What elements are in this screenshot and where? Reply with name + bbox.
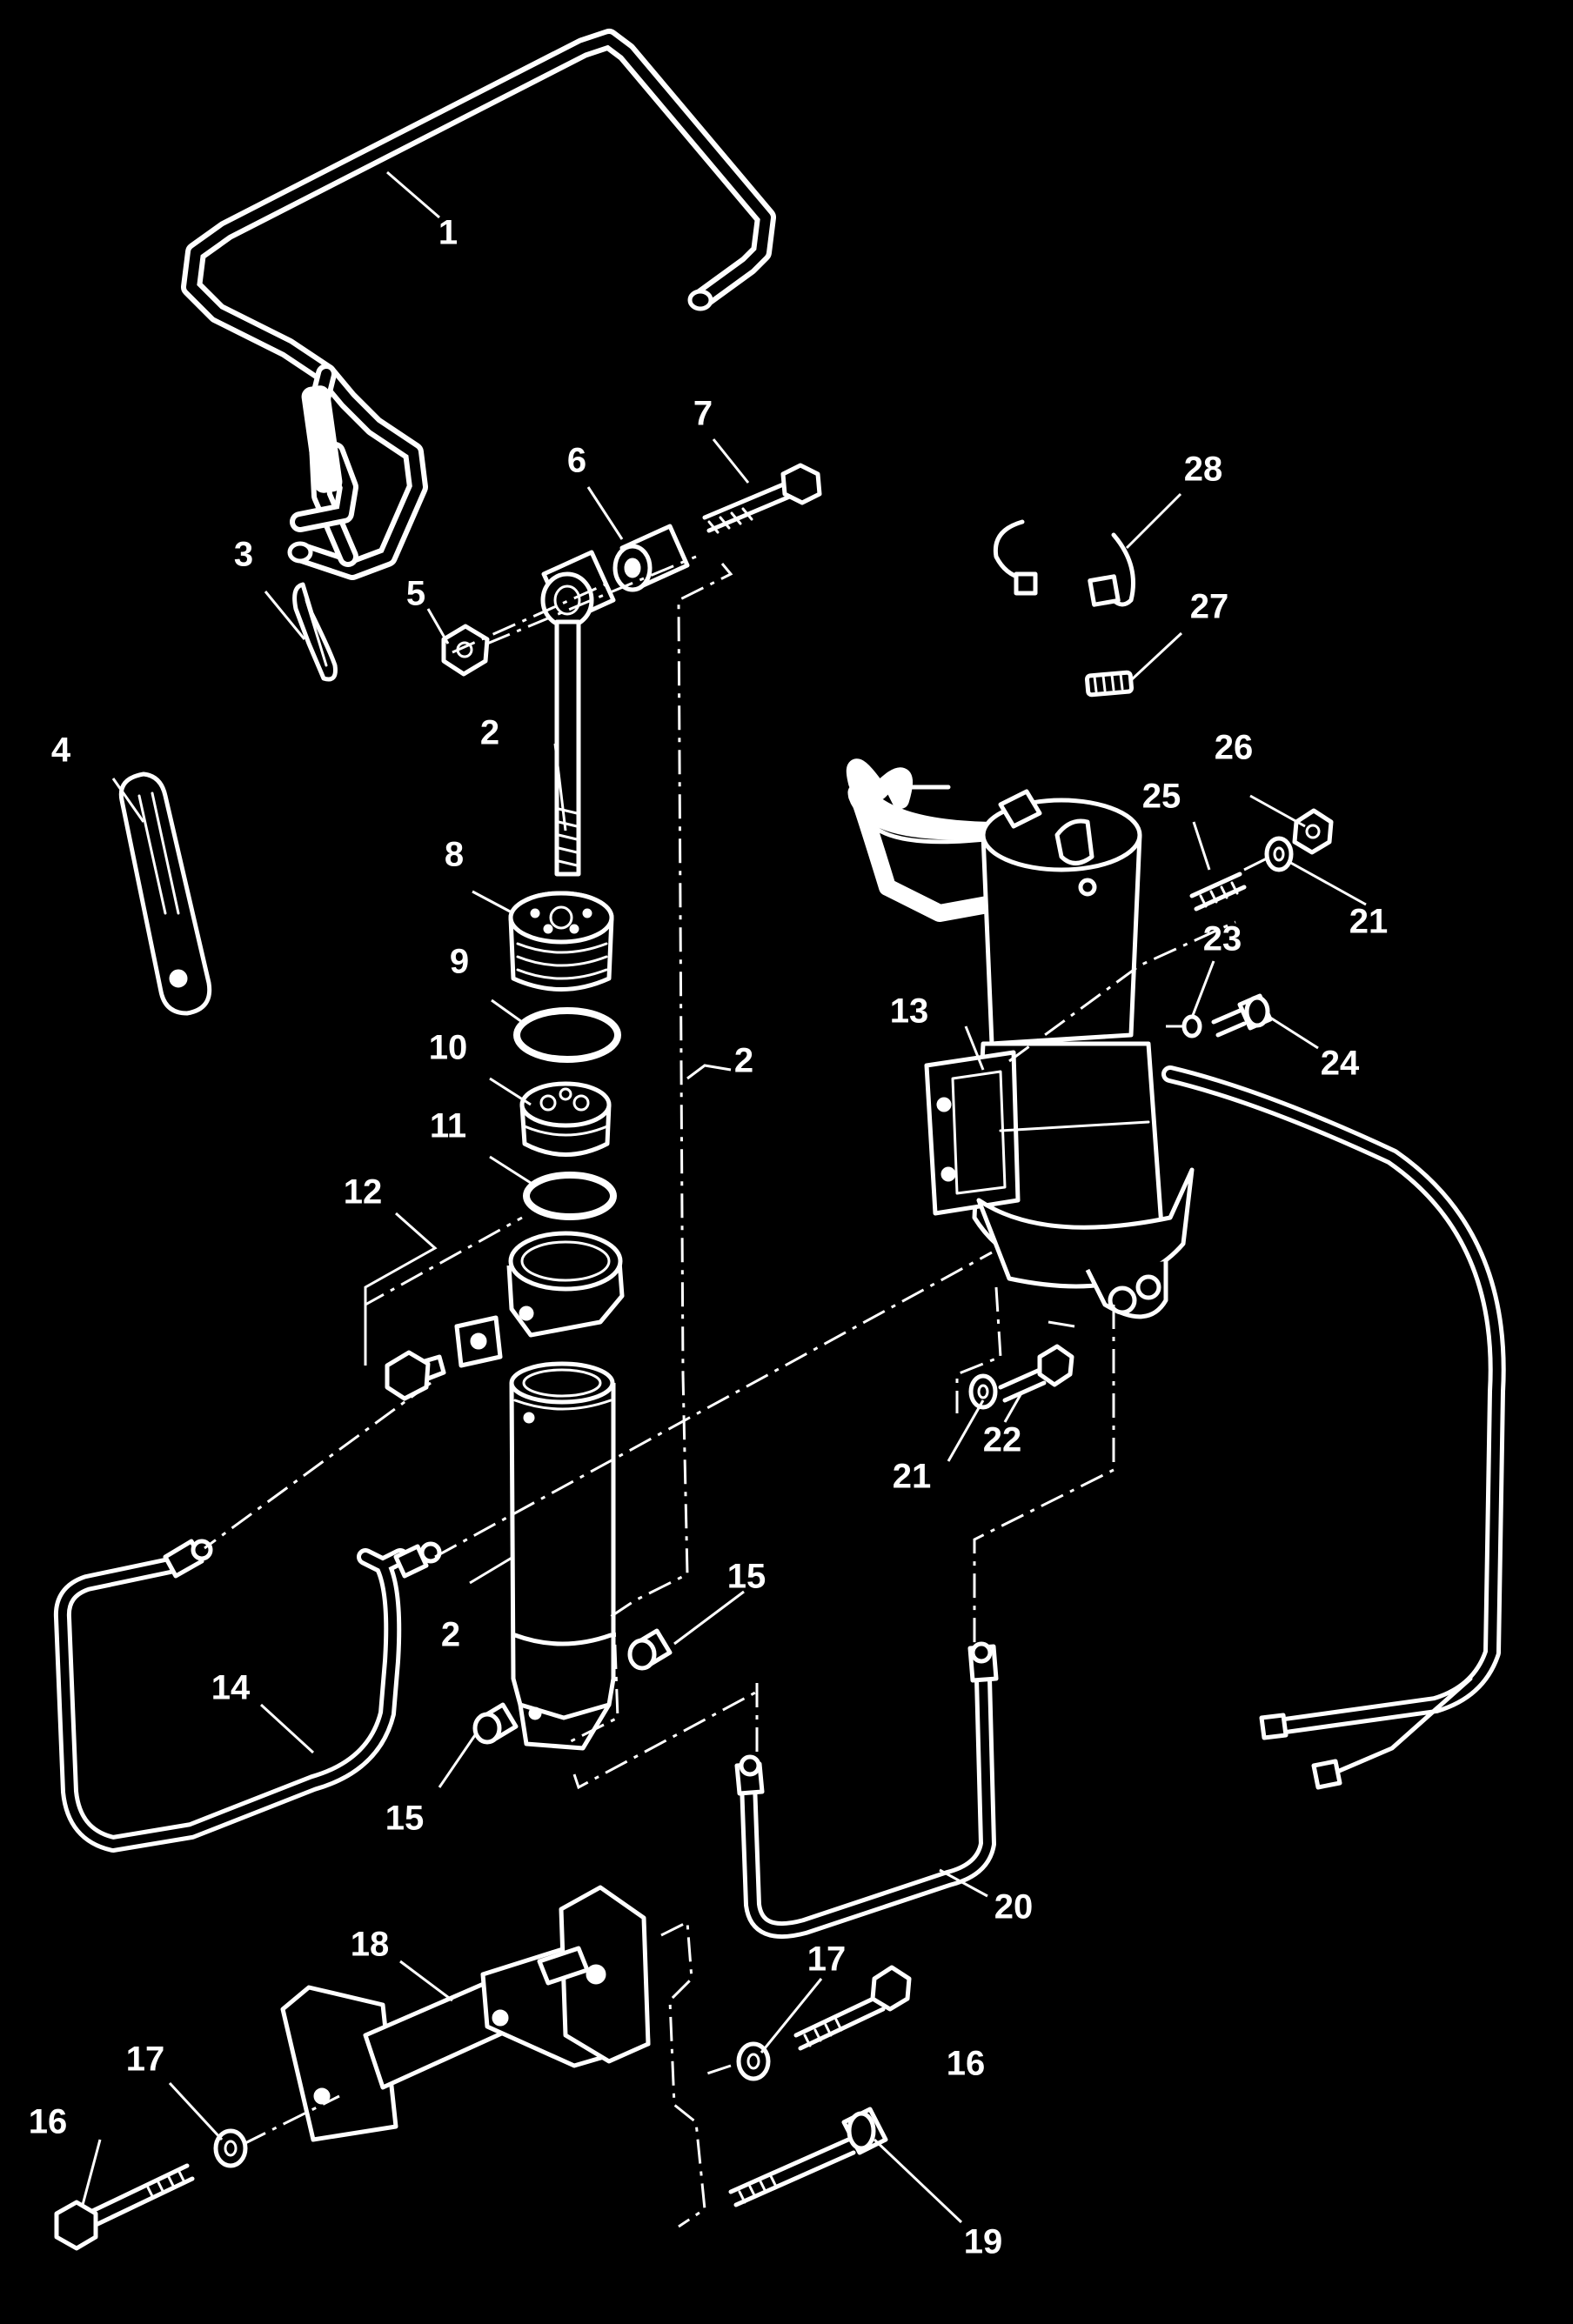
callout-18: 18 (351, 1926, 390, 1964)
callout-17: 17 (807, 1940, 847, 1979)
callout-4: 4 (51, 731, 71, 770)
callout-23: 23 (1203, 920, 1242, 958)
part-11-o-ring (523, 1172, 617, 1220)
part-14-hydraulic-tube (53, 1539, 442, 1853)
callout-19: 19 (964, 2223, 1003, 2261)
part-17-washer-right (736, 2041, 771, 2081)
callout-10: 10 (429, 1029, 468, 1067)
part-1-handle (181, 29, 776, 580)
part-18-mounting-bracket (280, 1885, 651, 2142)
callout-2: 2 (480, 714, 499, 752)
callout-3: 3 (234, 536, 253, 574)
callout-24: 24 (1321, 1045, 1360, 1083)
callout-12: 12 (344, 1173, 383, 1212)
part-5-nut (441, 624, 490, 677)
callout-1: 1 (438, 214, 458, 252)
callout-2: 2 (734, 1042, 753, 1080)
part-15-check-valve-lower (472, 1702, 519, 1745)
part-23-washer (1181, 1014, 1202, 1038)
callout-15: 15 (727, 1558, 766, 1596)
part-16-bolt-right (793, 1965, 912, 2051)
callout-11: 11 (430, 1107, 466, 1145)
part-10-piston (519, 1081, 612, 1157)
part-9-o-ring (513, 1007, 621, 1063)
part-19-long-bolt (728, 2107, 888, 2207)
callout-6: 6 (567, 442, 586, 480)
part-24-screw (1211, 993, 1273, 1038)
part-27-set-screw (1084, 670, 1135, 698)
callout-15: 15 (385, 1800, 425, 1838)
callout-8: 8 (445, 836, 464, 874)
part-15-check-valve-upper (627, 1628, 673, 1671)
part-8-cylinder-cap (508, 891, 614, 992)
part-3-cotter-pin (292, 582, 338, 682)
part-2-pivot-rod (540, 550, 616, 877)
part-25-stud (1189, 872, 1247, 912)
part-4-link-plate (118, 771, 212, 1016)
callout-16: 16 (947, 2045, 986, 2083)
callout-9: 9 (450, 943, 469, 981)
callout-17: 17 (126, 2040, 165, 2079)
callout-16: 16 (29, 2103, 68, 2141)
callout-14: 14 (211, 1669, 251, 1707)
part-12-clamp-bracket (454, 1231, 625, 1368)
part-20-hydraulic-hose (734, 1641, 999, 1940)
callout-27: 27 (1190, 588, 1229, 626)
callout-21: 21 (1349, 903, 1389, 941)
part-21-washer-upper (1264, 836, 1294, 872)
assembly-lines (204, 555, 1271, 2228)
part-7-bolt (702, 463, 822, 534)
callout-21: 21 (893, 1458, 932, 1496)
part-28-lead-clips (993, 519, 1135, 607)
callouts: 1 2 2 2 3 4 5 6 7 8 9 10 11 12 13 14 15 … (29, 214, 1389, 2261)
part-2-cylinder-body (509, 1361, 616, 1751)
callout-25: 25 (1142, 778, 1181, 816)
part-13-pump-motor (846, 758, 1195, 1319)
part-17-washer-left (213, 2128, 248, 2168)
callout-20: 20 (994, 1888, 1034, 1927)
part-16-bolt-left (54, 2163, 195, 2251)
callout-13: 13 (890, 992, 929, 1031)
fitting-left (385, 1350, 446, 1401)
callout-5: 5 (406, 575, 425, 613)
motor-lead-wires (1161, 1065, 1506, 1790)
callout-2: 2 (441, 1616, 460, 1654)
callout-7: 7 (693, 395, 713, 433)
part-6-bushing (612, 524, 690, 592)
callout-26: 26 (1215, 729, 1254, 767)
part-21-washer-lower (968, 1373, 998, 1410)
part-22-screw (998, 1344, 1074, 1403)
part-26-nut (1292, 808, 1334, 855)
leader-lines (81, 170, 1367, 2224)
callout-28: 28 (1184, 451, 1223, 489)
callout-22: 22 (983, 1421, 1022, 1459)
